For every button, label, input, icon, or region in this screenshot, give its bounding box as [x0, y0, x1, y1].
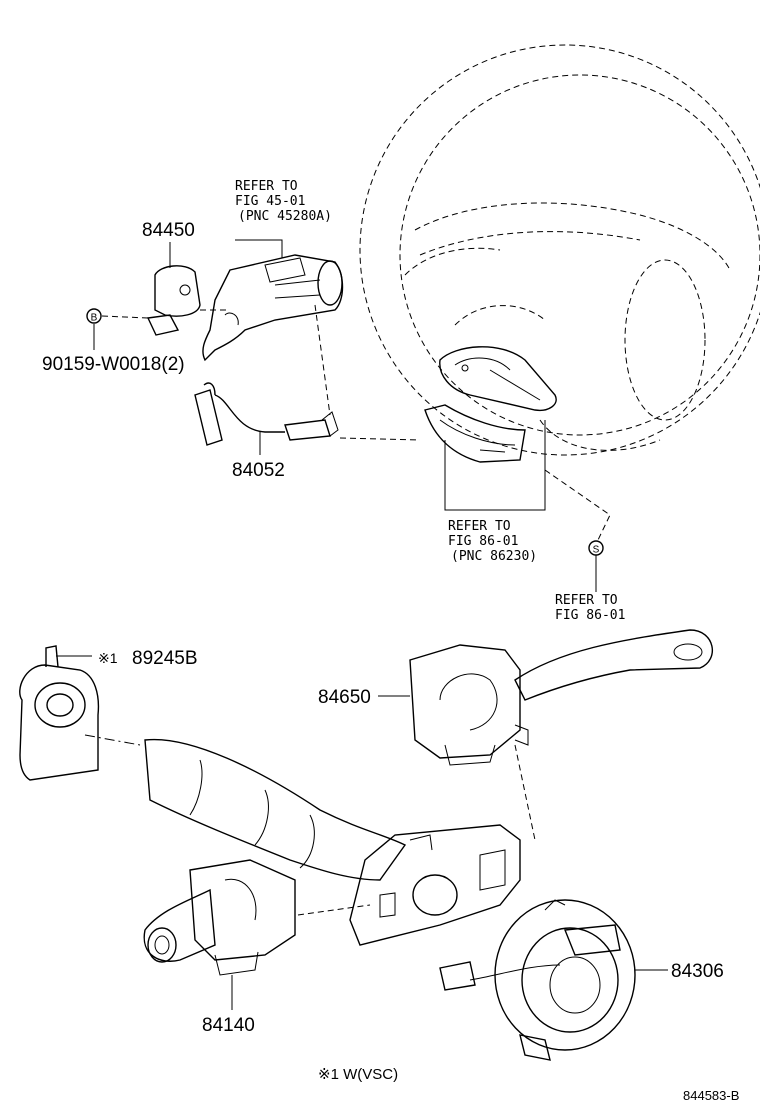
part-84140-turn-switch — [143, 859, 296, 976]
part-84306-spiral-cable — [439, 899, 636, 1061]
wiper-to-body-dash — [514, 744, 536, 841]
switch-body-part — [349, 824, 521, 946]
symbol-b: B — [86, 308, 102, 324]
part-84650-wiper-switch — [409, 629, 713, 766]
label-mark-1: ※1 — [98, 650, 118, 666]
turn-to-body-dash — [297, 904, 371, 916]
steering-column-shaft — [84, 734, 407, 881]
label-84140: 84140 — [202, 1015, 255, 1036]
symbol-b-text: B — [91, 313, 98, 324]
label-84450: 84450 — [142, 220, 195, 241]
symbol-s-text: S — [593, 545, 600, 556]
steering-wheel-outline — [359, 44, 760, 456]
label-84306: 84306 — [671, 961, 724, 982]
ref-fig-45-01: REFER TO FIG 45-01 (PNC 45280A) — [235, 179, 332, 224]
ref-86a-line2: FIG 86-01 — [448, 534, 518, 549]
ref-86a-line1: REFER TO — [448, 519, 511, 534]
symbol-s: S — [588, 540, 604, 592]
label-90159-w0018: 90159-W0018(2) — [42, 354, 185, 375]
ref-86a-line3: (PNC 86230) — [451, 549, 537, 564]
steering-column-cover-part — [424, 404, 526, 463]
label-89245b: 89245B — [132, 648, 198, 669]
harness-to-column-dash — [339, 437, 421, 441]
ref-45-line1: REFER TO — [235, 179, 298, 194]
part-84052-harness — [194, 382, 339, 446]
part-89245b-sensor — [19, 645, 100, 781]
ref-86b-line1: REFER TO — [555, 593, 618, 608]
label-84650: 84650 — [318, 687, 371, 708]
ref-fig-86-01-pnc: REFER TO FIG 86-01 (PNC 86230) — [448, 519, 537, 564]
ref-86230-bracket — [444, 420, 546, 511]
lock-housing-part — [202, 254, 344, 362]
ref-fig-86-01: REFER TO FIG 86-01 — [555, 593, 625, 623]
ref-86b-line2: FIG 86-01 — [555, 608, 625, 623]
harness-to-housing-dash — [314, 304, 331, 416]
drawing-id: 844583-B — [683, 1088, 739, 1103]
part-84450-switch — [146, 265, 201, 336]
bolt-b-leader — [101, 315, 149, 319]
label-84052: 84052 — [232, 460, 285, 481]
ref-86-01-leader — [544, 469, 611, 541]
horn-pad-part — [439, 346, 557, 412]
footnote-vsc: ※1 W(VSC) — [318, 1066, 398, 1083]
ref-45-line3: (PNC 45280A) — [238, 209, 332, 224]
ref-45-01-leader — [235, 239, 283, 258]
ref-45-line2: FIG 45-01 — [235, 194, 305, 209]
